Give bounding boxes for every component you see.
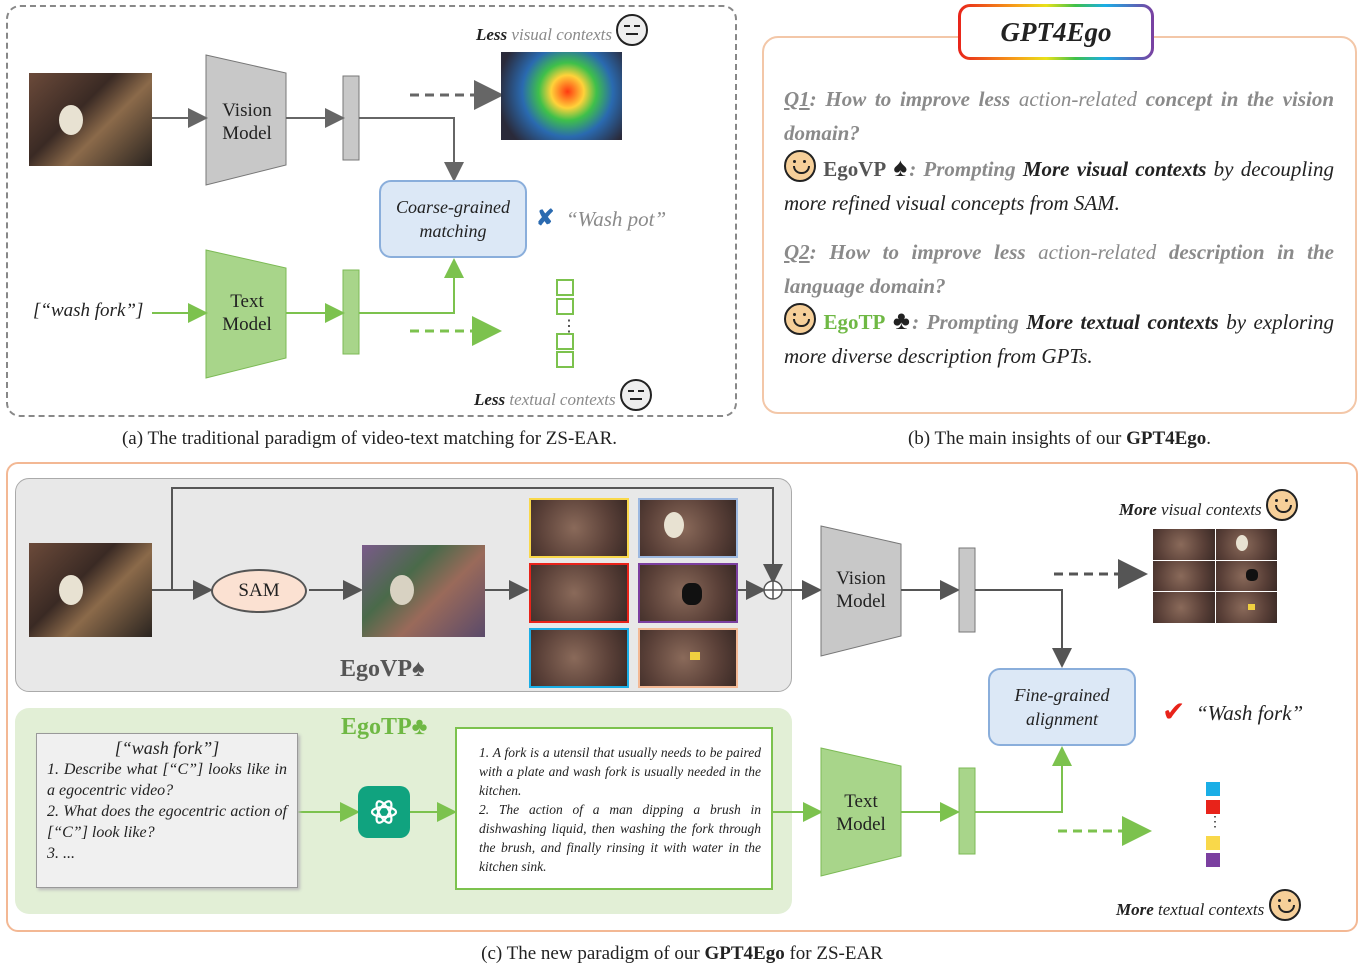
openai-logo-icon — [370, 800, 398, 824]
text-model-shape — [205, 249, 287, 379]
a1: EgoVP ♠: Prompting More visual contexts … — [784, 150, 1334, 220]
description-1: 1. A fork is a utensil that usually need… — [479, 745, 761, 798]
text-model-label: Text Model — [222, 291, 272, 335]
prompt-card: [“wash fork”] 1. Describe what [“C”] loo… — [36, 733, 298, 888]
coarse-matching-label: Coarse-grained matching — [396, 197, 510, 241]
grid-cell — [1215, 592, 1277, 623]
grid-cell — [1153, 592, 1215, 623]
video-frame-c — [29, 543, 152, 637]
description-card: 1. A fork is a utensil that usually need… — [455, 727, 773, 890]
segment-thumb — [529, 563, 629, 623]
chatgpt-icon — [358, 786, 410, 838]
vision-feature-bar-c — [958, 547, 976, 633]
egotp-label: EgoTP♣ — [341, 714, 428, 740]
text-feature-bar — [342, 269, 360, 355]
text-chip — [1206, 853, 1220, 867]
segmented-frame — [362, 545, 485, 637]
svg-text:⋮: ⋮ — [561, 318, 577, 335]
coarse-matching-box: Coarse-grained matching — [379, 180, 527, 258]
sam-node: SAM — [211, 569, 307, 613]
smiley-icon — [1265, 489, 1298, 521]
check-icon: ✔ — [1162, 697, 1186, 728]
feature-square — [556, 351, 574, 368]
text-feature-bar-c — [958, 767, 976, 855]
vision-feature-bar — [342, 75, 360, 161]
prompt-line-3: 3. ... — [47, 845, 75, 862]
panel-a — [6, 5, 737, 417]
grid-cell — [1153, 560, 1215, 592]
text-chip — [1206, 836, 1220, 850]
egovp-label: EgoVP♠ — [340, 656, 425, 682]
more-textual-contexts: More textual contexts — [1116, 889, 1301, 921]
smiley-icon — [1268, 889, 1301, 921]
smiley-icon — [784, 150, 816, 182]
panel-a-arrows: ⋮ — [152, 54, 577, 379]
segment-thumb — [529, 628, 629, 688]
panel-c — [6, 462, 1358, 932]
feature-square — [556, 279, 574, 296]
vision-model-label: Vision Model — [222, 100, 272, 144]
text-chip — [1206, 782, 1220, 796]
segment-grid — [1153, 529, 1277, 623]
caption-b: (b) The main insights of our GPT4Ego. — [907, 428, 1212, 449]
segment-thumb — [638, 563, 738, 623]
prompt-title: [“wash fork”] — [114, 738, 220, 758]
sam-label: SAM — [238, 580, 280, 601]
segment-thumb — [638, 498, 738, 558]
caption-a: (a) The traditional paradigm of video-te… — [121, 428, 618, 449]
less-textual-contexts: Less textual contexts — [474, 379, 652, 411]
neutral-face-icon — [616, 14, 649, 46]
more-visual-contexts: More visual contexts — [1119, 489, 1298, 521]
video-frame — [29, 73, 152, 166]
caption-c: (c) The new paradigm of our GPT4Ego for … — [481, 943, 883, 964]
grid-cell — [1153, 529, 1215, 560]
vision-model-shape-c — [820, 525, 902, 657]
q2: Q2: How to improve less action-related d… — [784, 240, 1334, 298]
neutral-face-icon — [619, 379, 652, 411]
segment-thumb — [638, 628, 738, 688]
gpt4ego-title: GPT4Ego — [1000, 16, 1112, 47]
cross-icon: ✘ — [536, 205, 555, 230]
ellipsis: ⋮ — [1208, 815, 1222, 830]
less-visual-contexts: Less visual contexts — [476, 14, 649, 46]
a2: EgoTP ♣: Prompting More textual contexts… — [784, 303, 1334, 373]
attention-map — [501, 52, 622, 140]
fine-alignment-label: Fine-grained alignment — [1014, 685, 1110, 729]
segment-thumb — [529, 498, 629, 558]
fine-alignment-box: Fine-grained alignment — [988, 668, 1136, 746]
feature-square — [556, 298, 574, 315]
grid-cell — [1215, 560, 1277, 592]
vision-model-shape — [205, 54, 287, 186]
prompt-line-1: 1. Describe what [“C”] looks like in a e… — [47, 761, 287, 799]
vision-model-label-c: Vision Model — [836, 568, 886, 612]
prediction-wash-pot: “Wash pot” — [566, 207, 667, 231]
text-input-label: [“wash fork”] — [33, 300, 144, 321]
prediction-wash-fork: “Wash fork” — [1196, 701, 1304, 725]
text-model-label-c: Text Model — [836, 791, 886, 835]
text-chip — [1206, 800, 1220, 814]
gpt4ego-title-box: GPT4Ego — [958, 4, 1154, 60]
description-2: 2. The action of a man dipping a brush i… — [479, 802, 761, 874]
prompt-line-2: 2. What does the egocentric action of [“… — [47, 803, 287, 841]
q1: Q1: How to improve less action-related c… — [784, 87, 1335, 145]
feature-square — [556, 333, 574, 350]
panel-c-arrows — [152, 487, 1152, 877]
grid-cell — [1215, 529, 1277, 560]
smiley-icon — [784, 303, 816, 335]
text-model-shape-c — [820, 747, 902, 877]
